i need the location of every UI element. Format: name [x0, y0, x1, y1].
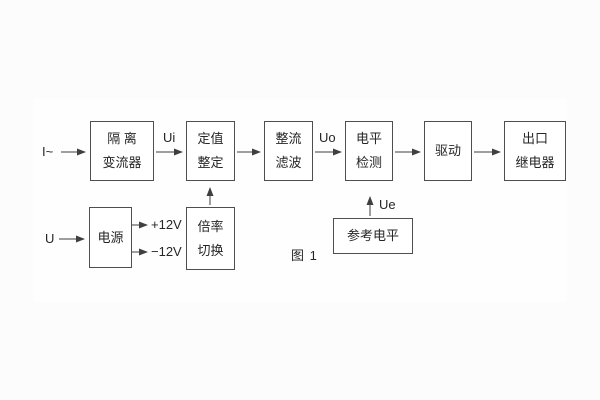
block-ratio-switch-line2: 切换 — [197, 242, 224, 258]
block-ratio-switch-line1: 倍率 — [197, 218, 224, 234]
block-power-supply: 电源 — [89, 207, 132, 268]
block-setpoint-adjust: 定值 整定 — [186, 121, 235, 181]
block-output-relay-line1: 出口 — [521, 131, 548, 146]
block-driver: 驱动 — [424, 121, 472, 181]
block-setpoint-adjust-line1: 定值 — [197, 131, 224, 146]
block-driver-label: 驱动 — [434, 143, 461, 158]
figure-caption: 图 1 — [291, 248, 318, 263]
block-level-detector: 电平 检测 — [345, 121, 393, 181]
block-reference-level-label: 参考电平 — [346, 228, 399, 243]
block-reference-level: 参考电平 — [333, 218, 413, 254]
block-isolation-converter-line1: 隔 离 — [107, 131, 137, 146]
signal-input-current-label: I~ — [42, 144, 54, 159]
block-level-detector-line2: 检测 — [355, 155, 382, 170]
signal-input-voltage-label: U — [45, 231, 55, 246]
signal-ue-label: Ue — [379, 197, 396, 212]
block-isolation-converter-line2: 变流器 — [102, 155, 142, 170]
block-ratio-switch: 倍率 切换 — [186, 207, 235, 270]
block-output-relay-line2: 继电器 — [515, 155, 555, 170]
block-power-supply-label: 电源 — [97, 229, 124, 245]
signal-ui-label: Ui — [163, 130, 176, 145]
block-rectifier-filter-line1: 整流 — [275, 131, 302, 146]
signal-plus-12v-label: +12V — [151, 217, 182, 232]
block-setpoint-adjust-line2: 整定 — [197, 155, 224, 170]
block-isolation-converter: 隔 离 变流器 — [90, 121, 154, 181]
signal-minus-12v-label: −12V — [151, 244, 182, 259]
signal-uo-label: Uo — [319, 130, 336, 145]
block-rectifier-filter-line2: 滤波 — [275, 155, 302, 170]
block-output-relay: 出口 继电器 — [504, 121, 566, 181]
block-level-detector-line1: 电平 — [355, 131, 382, 146]
block-rectifier-filter: 整流 滤波 — [264, 121, 313, 181]
